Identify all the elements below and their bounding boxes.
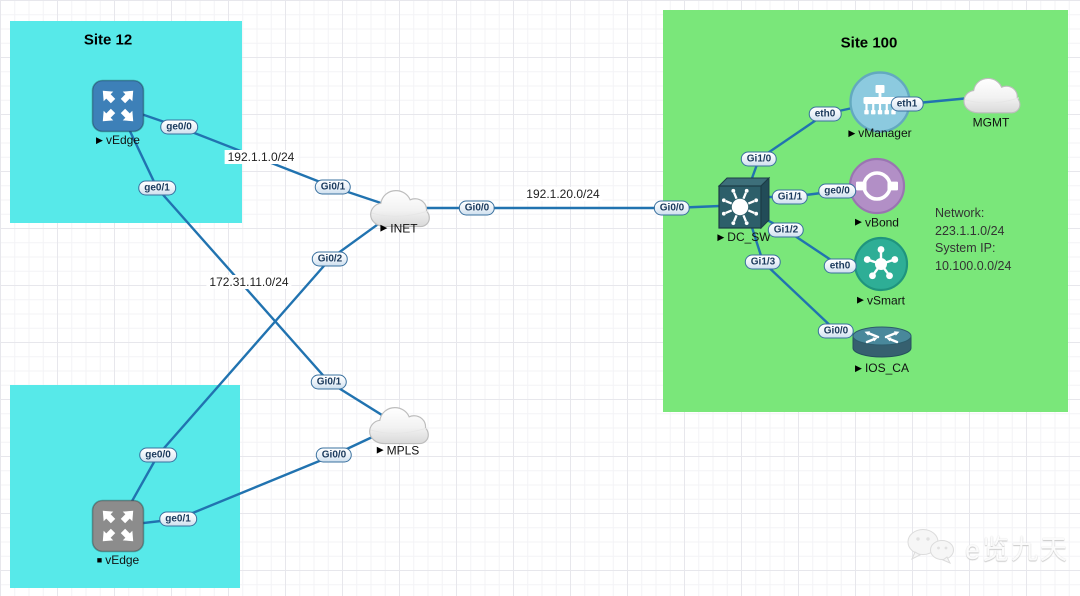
status-running-icon: ▶: [717, 231, 725, 242]
interface-label[interactable]: ge0/1: [138, 180, 176, 196]
node-vbond[interactable]: ▶vBond: [848, 157, 906, 229]
interface-label[interactable]: eth0: [823, 258, 857, 274]
watermark-text: e览九天: [965, 534, 1070, 565]
node-label-vsmart[interactable]: ▶vSmart: [857, 293, 905, 307]
vbond-icon: [848, 157, 906, 215]
interface-label[interactable]: Gi0/0: [817, 323, 855, 339]
node-name-text: MPLS: [386, 443, 420, 457]
router-icon: [852, 326, 912, 358]
node-vedge1[interactable]: ▶vEdge: [91, 79, 145, 147]
status-running-icon: ▶: [855, 362, 862, 373]
interface-label[interactable]: Gi0/0: [315, 447, 353, 463]
vedge-router-icon: [91, 499, 145, 553]
network-label[interactable]: 172.31.11.0/24: [206, 275, 292, 289]
node-name-text: vSmart: [866, 293, 905, 307]
node-label-vbond[interactable]: ▶vBond: [855, 215, 899, 229]
cloud-icon: [370, 190, 430, 228]
info-line: 223.1.1.0/24: [935, 223, 1005, 238]
node-label-vedge1[interactable]: ▶vEdge: [96, 133, 140, 147]
interface-label[interactable]: eth0: [808, 106, 842, 122]
node-label-dcsw[interactable]: ▶DC_SW: [717, 230, 770, 244]
interface-label[interactable]: ge0/0: [160, 119, 198, 135]
node-iosca[interactable]: ▶IOS_CA: [852, 321, 912, 375]
node-name-text: DC_SW: [727, 230, 771, 244]
node-label-inet[interactable]: ▶INET: [380, 221, 417, 235]
status-running-icon: ▶: [855, 216, 862, 227]
interface-label[interactable]: Gi0/1: [310, 374, 348, 390]
node-label-iosca[interactable]: ▶IOS_CA: [855, 361, 909, 375]
node-vmanager[interactable]: ▶vManager: [848, 71, 912, 140]
node-label-mpls[interactable]: ▶MPLS: [377, 443, 420, 457]
watermark: e览九天: [905, 527, 1069, 567]
info-line: System IP:: [935, 241, 996, 255]
interface-label[interactable]: Gi1/2: [767, 222, 805, 238]
status-running-icon: ▶: [96, 134, 103, 145]
link-2[interactable]: [116, 207, 401, 528]
cloud-icon: [963, 77, 1021, 114]
node-inet[interactable]: ▶INET: [367, 188, 431, 235]
site-title-site12[interactable]: Site 12: [83, 31, 133, 49]
status-running-icon: ▶: [376, 444, 384, 455]
interface-label[interactable]: Gi1/3: [744, 254, 782, 270]
node-mpls[interactable]: ▶MPLS: [366, 405, 430, 457]
node-name-text: vEdge: [105, 553, 140, 567]
vedge-router-icon: [91, 79, 145, 133]
wechat-icon: [907, 529, 954, 564]
link-4[interactable]: [397, 203, 746, 210]
interface-label[interactable]: ge0/1: [159, 511, 197, 527]
node-label-vedge2[interactable]: ■vEdge: [97, 553, 139, 567]
interface-label[interactable]: Gi1/1: [771, 189, 809, 205]
node-label-vmanager[interactable]: ▶vManager: [848, 126, 911, 140]
status-stopped-icon: ■: [96, 554, 103, 565]
switch-icon: [717, 176, 771, 230]
interface-label[interactable]: Gi0/0: [653, 200, 691, 216]
cloud-icon: [369, 407, 429, 445]
node-name-text: INET: [390, 221, 418, 235]
network-label[interactable]: 192.1.1.0/24: [224, 150, 298, 164]
interface-label[interactable]: ge0/0: [139, 447, 177, 463]
node-vedge2[interactable]: ■vEdge: [91, 499, 145, 567]
interface-label[interactable]: Gi0/0: [458, 200, 496, 216]
node-dcsw[interactable]: ▶DC_SW: [717, 176, 771, 244]
node-name-text: IOS_CA: [864, 361, 909, 375]
status-running-icon: ▶: [380, 222, 388, 233]
network-label[interactable]: 192.1.20.0/24: [523, 187, 603, 201]
info-line: 10.100.0.0/24: [935, 258, 1012, 273]
vsmart-icon: [853, 236, 909, 292]
node-name-text: vEdge: [105, 133, 140, 147]
interface-label[interactable]: eth1: [890, 96, 924, 112]
node-name-text: vBond: [864, 215, 899, 229]
node-vsmart[interactable]: ▶vSmart: [853, 236, 909, 307]
site-box-site-bottom[interactable]: [10, 385, 240, 588]
node-name-text: vManager: [858, 126, 912, 140]
node-name-text: MGMT: [972, 115, 1010, 129]
site-title-site100[interactable]: Site 100: [840, 34, 898, 52]
interface-label[interactable]: Gi0/2: [311, 251, 349, 267]
interface-label[interactable]: Gi0/1: [314, 179, 352, 195]
link-3[interactable]: [116, 423, 400, 528]
status-running-icon: ▶: [848, 127, 856, 138]
interface-label[interactable]: Gi1/0: [740, 151, 778, 167]
interface-label[interactable]: ge0/0: [818, 183, 856, 199]
node-mgmt[interactable]: MGMT: [960, 76, 1022, 129]
node-label-mgmt[interactable]: MGMT: [973, 115, 1010, 129]
info-line: Network:: [935, 206, 985, 220]
status-running-icon: ▶: [857, 294, 864, 305]
